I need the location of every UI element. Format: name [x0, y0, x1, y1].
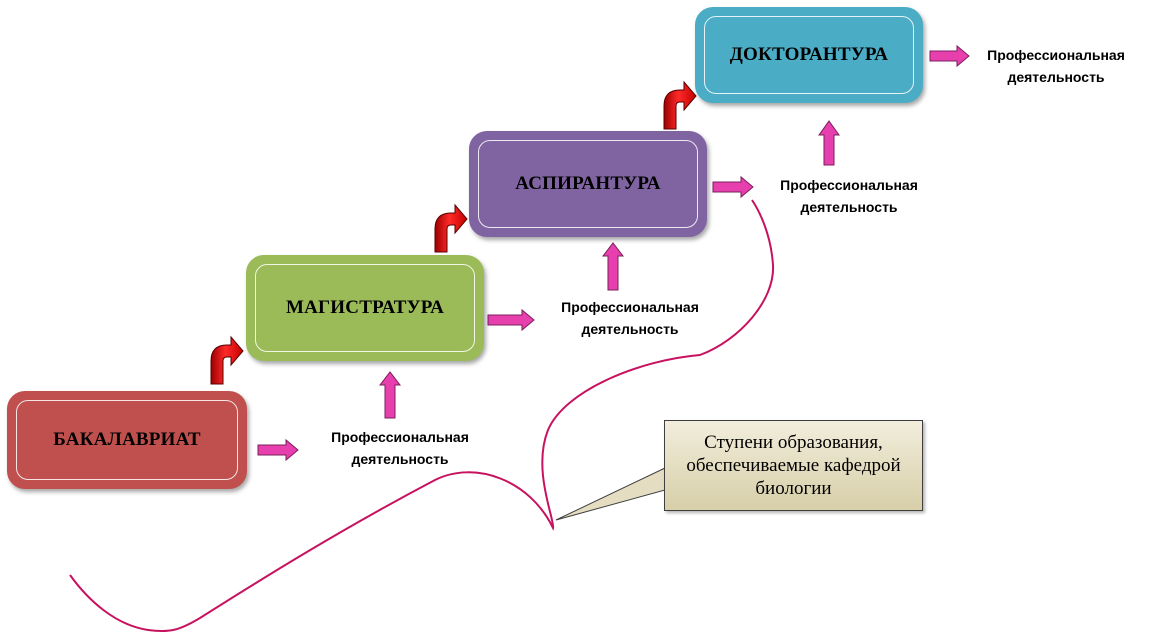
stage-doctoral-label: ДОКТОРАНТУРА — [729, 44, 889, 65]
right-arrow-icon — [929, 44, 970, 68]
callout-text: Ступени образования, обеспечиваемые кафе… — [686, 431, 900, 500]
up-arrow-icon — [601, 242, 625, 291]
stage-bachelor-box: БАКАЛАВРИАТ — [7, 391, 247, 489]
stage-doctoral-box: ДОКТОРАНТУРА — [695, 7, 923, 103]
connector-curve — [69, 199, 775, 633]
curved-up-arrow-icon — [434, 203, 468, 253]
activity-line-1: Профессиональная — [780, 177, 918, 193]
callout-line-1: Ступени образования, — [704, 432, 883, 453]
professional-activity-label: Профессиональная деятельность — [986, 44, 1126, 88]
stage-master-box: МАГИСТРАТУРА — [246, 255, 484, 361]
stage-bachelor-label: БАКАЛАВРИАТ — [53, 429, 201, 450]
activity-line-2: деятельность — [351, 451, 449, 467]
activity-line-1: Профессиональная — [987, 47, 1125, 63]
curved-up-arrow-icon — [663, 80, 697, 130]
up-arrow-icon — [818, 120, 840, 166]
stage-postgrad-label: АСПИРАНТУРА — [515, 173, 661, 194]
stage-postgrad-box: АСПИРАНТУРА — [469, 131, 707, 237]
right-arrow-icon — [712, 175, 754, 199]
up-arrow-icon — [378, 371, 402, 419]
activity-line-2: деятельность — [800, 199, 898, 215]
activity-line-2: деятельность — [1007, 69, 1105, 85]
callout-line-3: биологии — [755, 478, 832, 499]
right-arrow-icon — [487, 308, 535, 332]
right-arrow-icon — [257, 438, 299, 462]
activity-line-1: Профессиональная — [331, 429, 469, 445]
stage-master-label: МАГИСТРАТУРА — [285, 297, 445, 318]
activity-line-1: Профессиональная — [561, 299, 699, 315]
professional-activity-label: Профессиональная деятельность — [767, 174, 931, 218]
callout-box: Ступени образования, обеспечиваемые кафе… — [664, 420, 923, 511]
professional-activity-label: Профессиональная деятельность — [318, 426, 482, 470]
professional-activity-label: Профессиональная деятельность — [548, 296, 712, 340]
curved-up-arrow-icon — [210, 335, 244, 385]
callout-line-2: обеспечиваемые кафедрой — [686, 455, 901, 476]
activity-line-2: деятельность — [581, 321, 679, 337]
callout-pointer — [555, 467, 666, 521]
